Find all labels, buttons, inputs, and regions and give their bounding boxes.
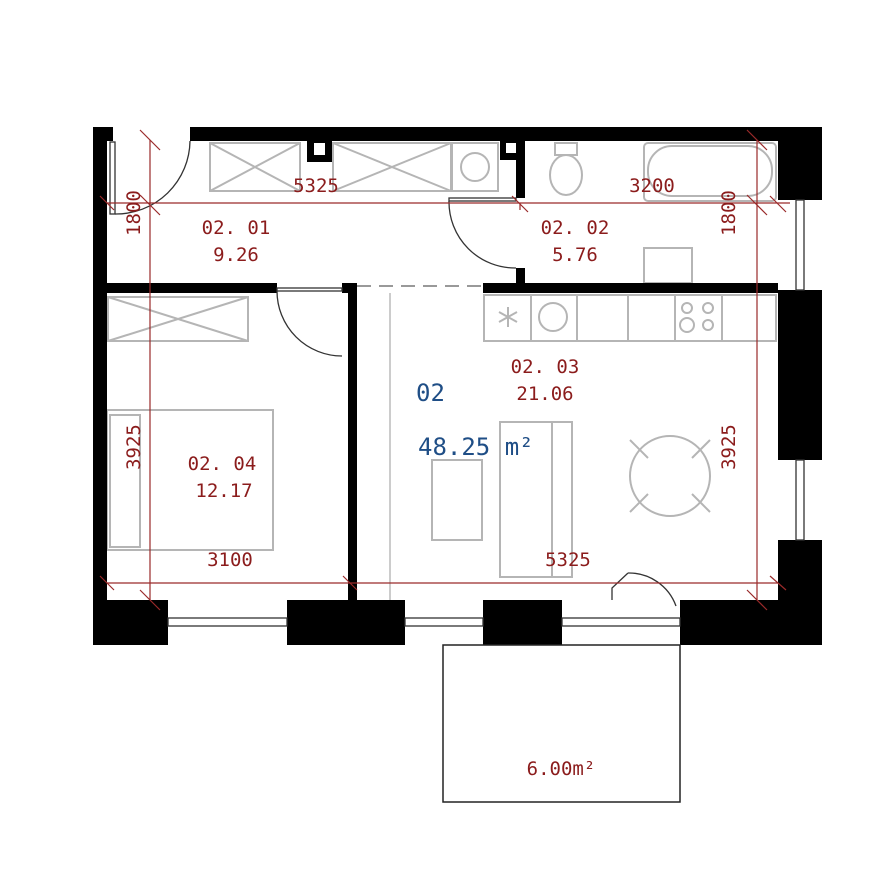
dim-bedroom-width: 3100: [207, 549, 253, 571]
dim-hall-width: 5325: [293, 175, 339, 197]
openings: [109, 140, 805, 803]
room-id-bathroom: 02. 02: [541, 217, 610, 239]
walls: [93, 127, 822, 645]
dim-bedroom-depth: 3925: [123, 424, 145, 470]
balcony-area: 6.00m²: [527, 758, 596, 780]
room-area-hall: 9.26: [213, 244, 259, 266]
room-area-bathroom: 5.76: [552, 244, 598, 266]
room-area-bedroom: 12.17: [195, 480, 252, 502]
furniture: [106, 142, 777, 578]
dim-living-width: 5325: [545, 549, 591, 571]
room-id-living: 02. 03: [511, 356, 580, 378]
room-area-living: 21.06: [516, 383, 573, 405]
dimension-lines: [99, 129, 790, 611]
dim-bath-depth: 1800: [718, 190, 740, 236]
room-id-hall: 02. 01: [202, 217, 271, 239]
dim-bath-width: 3200: [629, 175, 675, 197]
dim-hall-depth: 1800: [123, 190, 145, 236]
apartment-number: 02: [416, 379, 445, 407]
room-id-bedroom: 02. 04: [188, 453, 257, 475]
dim-living-depth: 3925: [718, 424, 740, 470]
apartment-area: 48.25 m²: [418, 433, 534, 461]
balcony-outline: [442, 644, 681, 803]
